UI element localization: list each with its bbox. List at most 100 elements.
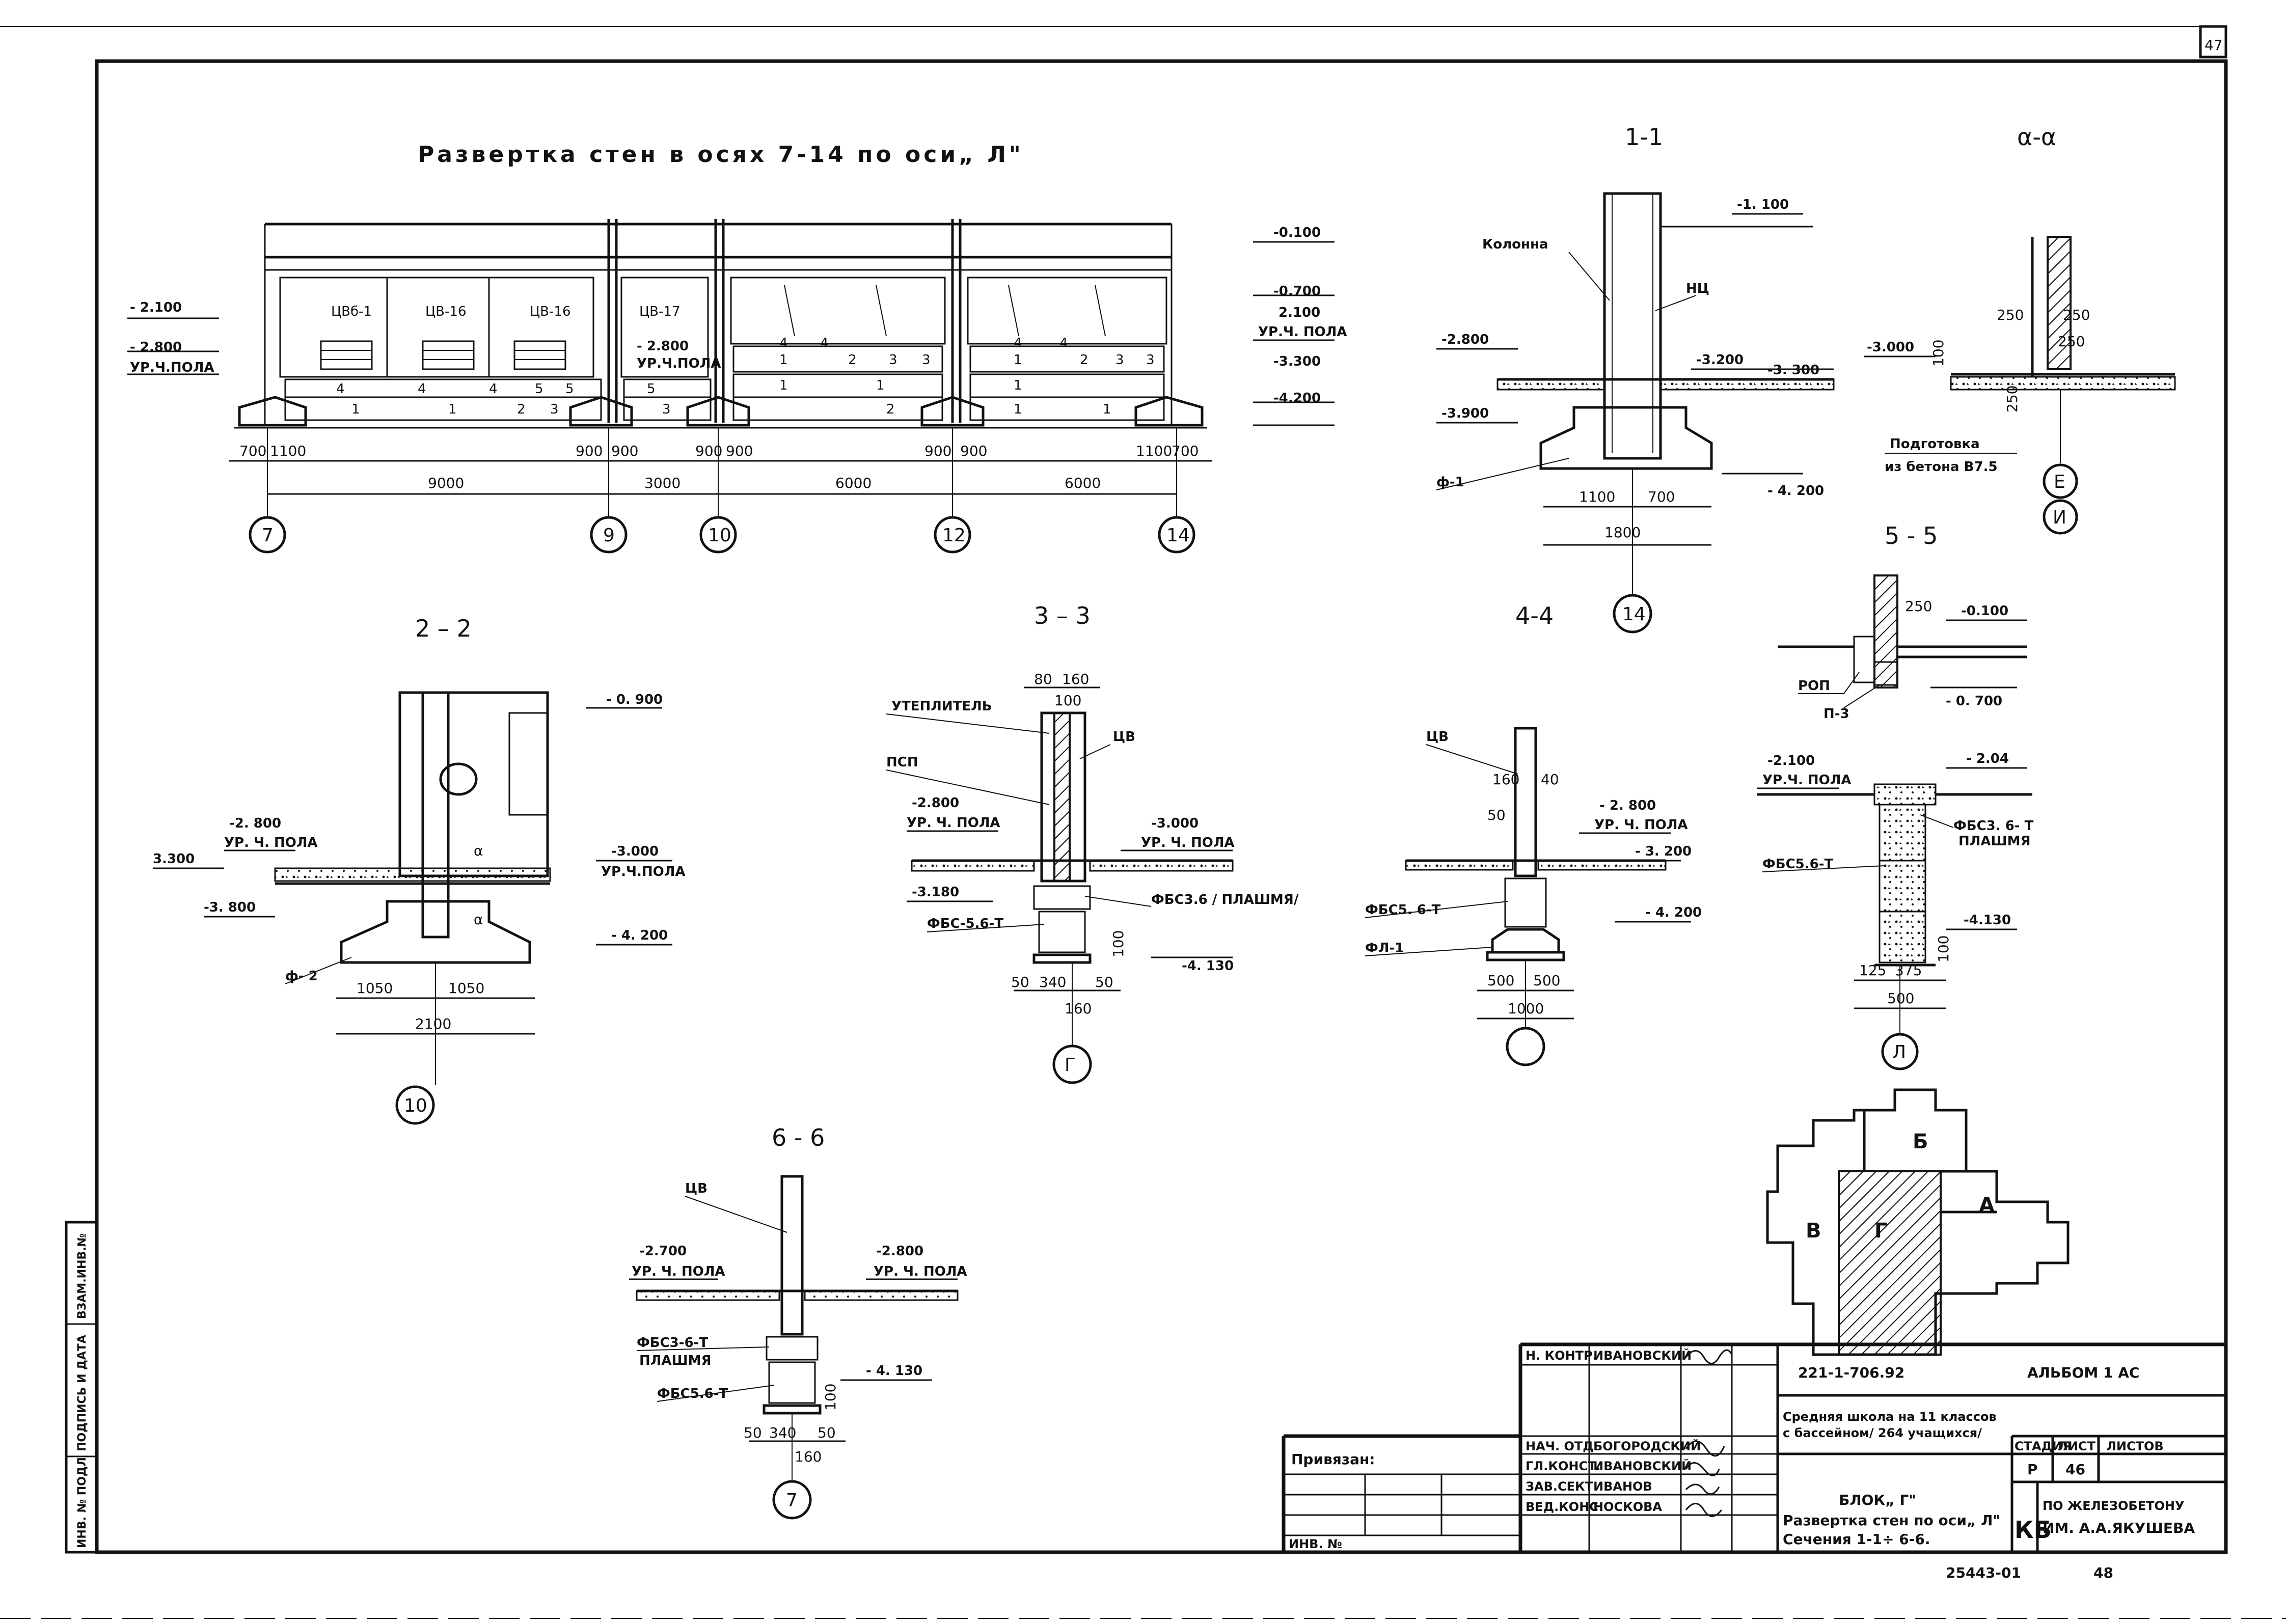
dim-value: 50 [1095,974,1113,990]
level-mark: - 2. 800 [1599,798,1656,813]
level-mark: -3. 300 [1767,363,1819,378]
block-number: 4 [820,336,829,351]
axis-label: 7 [786,1490,798,1511]
signature [1685,1349,1733,1364]
note: Подготовка [1890,436,1980,452]
label: ФБС-5.6-Т [927,916,1003,931]
wall-elevation [234,219,1207,429]
dim-value: 700 [239,443,266,459]
level-mark: -3.000 [611,844,659,859]
dim-value: 100 [1930,340,1947,367]
dim-value: 50 [1487,807,1506,823]
name-label: БОГОРОДСКИЙ [1593,1439,1701,1453]
span-value: 3000 [644,475,681,491]
section-5-5: 5 - 5 РОП П-3 ФБС3. 6- Т ПЛАШМЯ ФБС5.6-Т… [1757,522,2034,1070]
axis-label: 10 [404,1095,427,1116]
axis-label: 14 [1622,604,1646,625]
axis-label: Г [1065,1055,1076,1076]
level-mark: 2.100 [1278,305,1320,320]
axis-label: 10 [708,525,731,546]
dim-value: 250 [2058,333,2085,350]
project-name: с бассейном/ 264 учащихся/ [1783,1426,1982,1440]
signature [1685,1483,1720,1495]
block-number: 2 [886,402,895,417]
note: из бетона В7.5 [1885,459,1998,475]
org-name: ИМ. А.А.ЯКУШЕВА [2043,1520,2195,1536]
level-mark: УР.Ч. ПОЛА [1258,324,1347,340]
label: ФБС5.6-Т [1762,857,1834,872]
section-title: 3 – 3 [1034,602,1091,629]
level-mark: УР. Ч. ПОЛА [907,815,1000,831]
stage-value: Р [2027,1461,2038,1478]
level-mark: -2.800 [912,795,959,811]
name-label: ИВАНОВСКИЙ [1593,1348,1692,1363]
dim-value: 900 [960,443,987,459]
signature [1685,1440,1725,1457]
level-mark: УР. Ч. ПОЛА [224,835,318,850]
level-mark: -4.130 [1964,913,2011,928]
dim-value: 1050 [448,980,484,997]
dim-value: 50 [1011,974,1029,990]
dim-value: 40 [1541,771,1559,788]
sheet-header: ЛИСТ [2058,1439,2096,1453]
level-mark: - 4. 130 [866,1363,922,1379]
level-mark: УР. Ч. ПОЛА [1594,817,1688,833]
block-number: 5 [535,381,543,397]
sheet-description: Развертка стен по оси„ Л" [1783,1512,2000,1529]
section-a-a: α-α -3.000 100 250 250 250 250 Подготовк… [1864,123,2176,535]
level-mark: -3.200 [1696,352,1744,368]
dim-value: 700 [1172,443,1199,459]
block-number: 1 [448,402,457,417]
inventory-label: ИНВ. № [1289,1537,1342,1551]
section-title: 6 - 6 [772,1124,825,1151]
section-title: α-α [2017,123,2056,151]
level-mark: -2.100 [1767,753,1815,768]
level-mark: - 0. 900 [606,692,663,707]
level-mark: УР.Ч.ПОЛА [130,360,214,375]
sheet-description: БЛОК„ Г" [1839,1492,1916,1508]
section-title: 5 - 5 [1885,522,1938,549]
block-number: 3 [662,402,671,417]
dim-value: 1100 [270,443,306,459]
level-mark: - 4. 200 [1767,483,1824,499]
dim-value: 100 [1935,935,1952,962]
axis-label: 9 [603,525,615,546]
axis-label: 12 [942,525,966,546]
block-number: 1 [351,402,360,417]
block-number: 3 [922,352,931,368]
section-2-2: 2 – 2 α α ф- 2 - 0. 900 -2. 800 УР. Ч. П… [153,615,685,1125]
level-mark: -2.800 [876,1244,923,1259]
dim-value: 500 [1487,972,1514,989]
section-6-6: 6 - 6 ЦВ ФБС3-6-Т ПЛАШМЯ ФБС5.6-Т -2.700… [629,1124,967,1520]
main-title: Развертка стен в осях 7-14 по оси„ Л" [418,142,1024,168]
sheet-value: 46 [2065,1461,2085,1478]
elevation-labels: ЦВб-1 ЦВ-16 ЦВ-16 ЦВ-17 4 4 4 5 5 5 4 4 … [127,225,1347,554]
label: П-3 [1824,706,1849,722]
name-label: НОСКОВА [1593,1500,1662,1514]
dim-value: 1100 [1579,488,1615,505]
level-mark: УР.Ч.ПОЛА [637,356,721,371]
label: Колонна [1482,237,1548,252]
level-mark: - 3. 200 [1635,844,1692,859]
axis-label: Е [2054,472,2065,492]
block-number: 1 [1103,402,1111,417]
level-mark: 3.300 [153,851,195,867]
margin-label: ИНВ. № ПОДЛ [76,1457,89,1548]
stage-header: СТАДИЯ [2015,1439,2072,1453]
dim-value: 340 [1039,974,1066,990]
level-mark: -2. 800 [229,816,281,831]
role-label: ГЛ.КОНСТ. [1526,1459,1601,1473]
label: ЦВ [685,1181,707,1196]
level-mark: - 4. 200 [1645,905,1702,920]
block-number: 1 [876,378,885,393]
section-3-3: 3 – 3 УТЕПЛИТЕЛЬ ПСП ЦВ ФБС3.6 / ПЛАШМЯ/… [886,602,1299,1084]
dim-value: 700 [1648,488,1675,505]
level-mark: -3.180 [912,885,959,900]
role-label: Н. КОНТР. [1526,1348,1597,1363]
title-block: Н. КОНТР. НАЧ. ОТД ГЛ.КОНСТ. ЗАВ.СЕКТ ВЕ… [1282,1342,2226,1581]
dim-value: 100 [1110,930,1127,957]
axis-label: 7 [262,525,274,546]
block-number: 5 [565,381,574,397]
block-number: 1 [1014,378,1022,393]
